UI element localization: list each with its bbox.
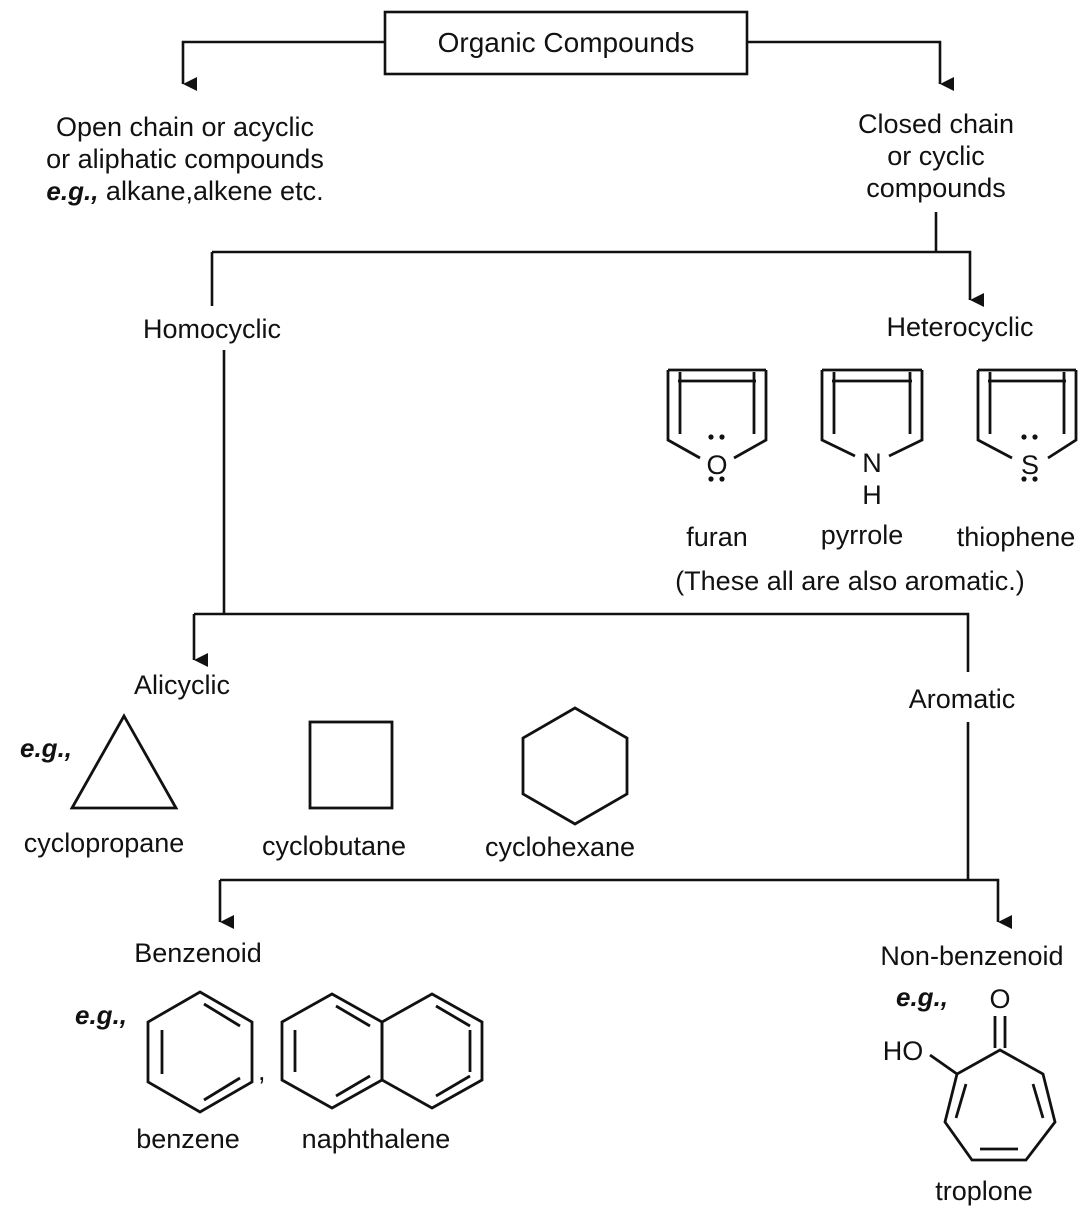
benzene-label: benzene	[136, 1124, 240, 1154]
cyclobutane-structure: cyclobutane	[262, 720, 406, 861]
pyrrole-hydrogen-atom: H	[862, 480, 882, 510]
tropolone-structure: O HO troplone	[883, 984, 1057, 1206]
naphthalene-structure: naphthalene	[280, 992, 484, 1154]
cyclobutane-label: cyclobutane	[262, 831, 406, 861]
closed-chain-line1: Closed chain	[858, 109, 1014, 139]
heterocyclic-note: (These all are also aromatic.)	[675, 566, 1025, 596]
benzenoid-comma: ,	[258, 1056, 266, 1086]
cyclohexane-label: cyclohexane	[485, 832, 635, 862]
open-chain-line1: Open chain or acyclic	[56, 112, 314, 142]
pyrrole-nitrogen-atom: N	[862, 448, 882, 478]
thiophene-label: thiophene	[957, 522, 1076, 552]
tropolone-hydroxyl-group: HO	[883, 1036, 924, 1066]
closed-chain-line3: compounds	[866, 173, 1006, 203]
naphthalene-label: naphthalene	[302, 1124, 451, 1154]
root-label: Organic Compounds	[438, 27, 695, 58]
heterocyclic-label: Heterocyclic	[886, 312, 1033, 342]
open-chain-node: Open chain or acyclic or aliphatic compo…	[46, 112, 324, 206]
pyrrole-label: pyrrole	[821, 520, 904, 550]
non-benzenoid-eg: e.g.,	[896, 982, 948, 1012]
furan-structure: O furan	[666, 368, 768, 552]
thiophene-structure: S thiophene	[957, 368, 1078, 552]
root-connectors	[181, 40, 954, 91]
cyclopropane-label: cyclopropane	[24, 828, 185, 858]
open-chain-example-list: alkane,alkene etc.	[98, 176, 323, 206]
open-chain-line2: or aliphatic compounds	[46, 144, 324, 174]
benzene-structure: , benzene	[136, 990, 266, 1154]
alicyclic-label: Alicyclic	[134, 670, 230, 700]
cyclopropane-structure: cyclopropane	[24, 713, 185, 858]
benzenoid-label: Benzenoid	[134, 938, 262, 968]
pyrrole-structure: N H pyrrole	[820, 368, 924, 550]
open-chain-eg: e.g.,	[46, 176, 98, 206]
aromatic-label: Aromatic	[909, 684, 1016, 714]
furan-label: furan	[686, 522, 748, 552]
aromatic-connectors	[218, 722, 1012, 929]
homocyclic-connectors	[192, 350, 970, 672]
thiophene-sulfur-atom: S	[1021, 450, 1039, 480]
homocyclic-label: Homocyclic	[143, 314, 281, 344]
tropolone-label: troplone	[935, 1176, 1033, 1206]
furan-oxygen-atom: O	[706, 450, 727, 480]
cyclohexane-structure: cyclohexane	[485, 706, 635, 862]
benzenoid-eg: e.g.,	[75, 1000, 127, 1030]
open-chain-examples: e.g., alkane,alkene etc.	[46, 176, 323, 206]
tropolone-oxygen-atom: O	[989, 984, 1010, 1014]
cyclic-connectors	[210, 212, 984, 307]
root-node: Organic Compounds	[383, 10, 749, 76]
closed-chain-node: Closed chain or cyclic compounds	[858, 109, 1014, 203]
non-benzenoid-label: Non-benzenoid	[880, 941, 1063, 971]
alicyclic-eg: e.g.,	[20, 733, 72, 763]
closed-chain-line2: or cyclic	[887, 141, 985, 171]
